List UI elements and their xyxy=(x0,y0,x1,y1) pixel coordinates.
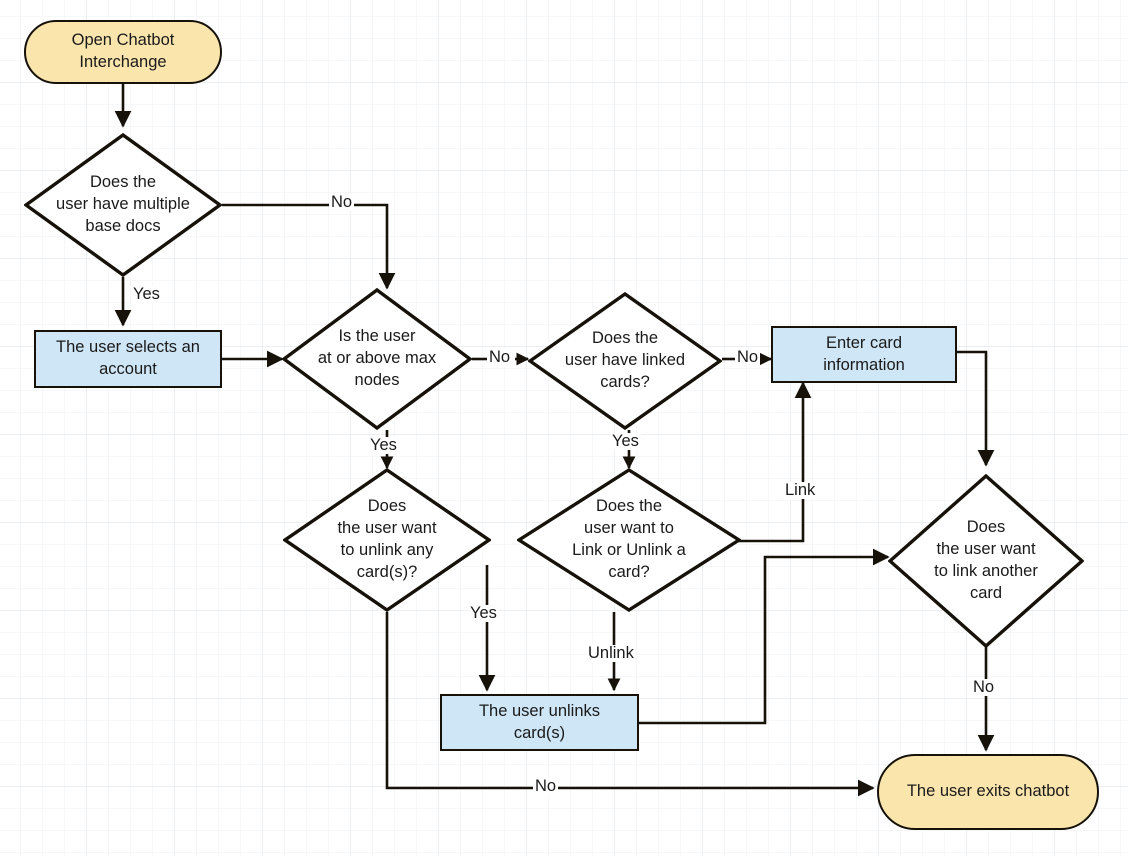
node-exit[interactable]: The user exits chatbot xyxy=(877,754,1099,830)
edge-label-unlinkany-yes: Yes xyxy=(468,604,499,622)
edge-label-maxnodes-yes: Yes xyxy=(368,436,399,454)
edge-label-link: Link xyxy=(783,481,818,499)
diamond-shape xyxy=(282,288,472,430)
edge-label-multibase-no: No xyxy=(329,193,355,211)
node-unlinks-cards-label: The user unlinks card(s) xyxy=(478,701,601,742)
edge-entercard-to-linkanother xyxy=(957,350,995,467)
node-start-label: Open Chatbot Interchange xyxy=(71,31,175,71)
node-linked-cards[interactable]: Does the user have linked cards? xyxy=(528,292,722,430)
node-start[interactable]: Open Chatbot Interchange xyxy=(24,20,222,84)
edge-label-multibase-yes: Yes xyxy=(131,285,162,303)
edge-label-unlink: Unlink xyxy=(586,644,636,662)
edge-label-maxnodes-no: No xyxy=(487,348,513,366)
node-unlink-any[interactable]: Does the user want to unlink any card(s)… xyxy=(283,468,491,612)
node-link-or-unlink[interactable]: Does the user want to Link or Unlink a c… xyxy=(517,468,741,612)
node-max-nodes[interactable]: Is the user at or above max nodes xyxy=(282,288,472,430)
edge-label-unlinkany-no: No xyxy=(533,777,559,795)
diamond-shape xyxy=(283,468,491,612)
edge-label-linkedcards-no: No xyxy=(735,348,761,366)
edge-label-linkedcards-yes: Yes xyxy=(610,432,641,450)
edge-multibase-no-to-maxnodes xyxy=(222,203,396,290)
node-link-another[interactable]: Does the user want to link another card xyxy=(888,474,1084,648)
diamond-shape xyxy=(24,133,222,277)
node-unlinks-cards[interactable]: The user unlinks card(s) xyxy=(440,694,639,751)
diamond-shape xyxy=(528,292,722,430)
node-enter-card-information-label: Enter card information xyxy=(823,333,905,374)
node-select-account[interactable]: The user selects an account xyxy=(34,330,222,388)
node-select-account-label: The user selects an account xyxy=(56,338,200,378)
edge-label-linkanother-no: No xyxy=(971,678,997,696)
node-multibase[interactable]: Does the user have multiple base docs xyxy=(24,133,222,277)
node-exit-label: The user exits chatbot xyxy=(906,782,1070,801)
diamond-shape xyxy=(517,468,741,612)
diamond-shape xyxy=(888,474,1084,648)
node-enter-card-information[interactable]: Enter card information xyxy=(771,326,957,383)
